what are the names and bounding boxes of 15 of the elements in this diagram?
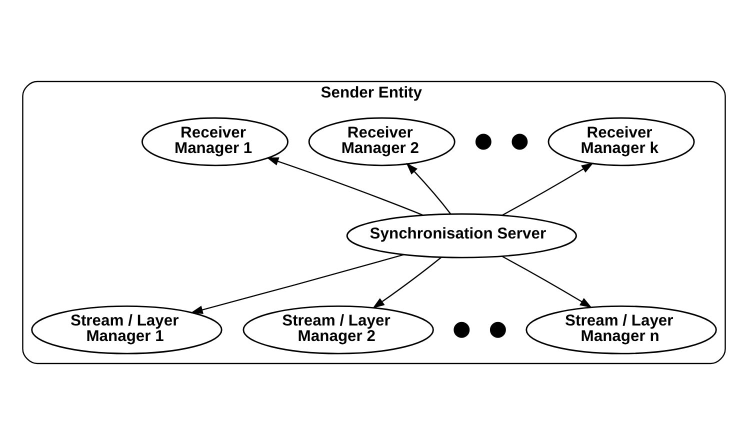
arrow — [190, 254, 404, 314]
node-ellipse: Synchronisation Server — [346, 212, 577, 258]
node-circle — [512, 133, 528, 150]
node-ellipse: Receiver Manager k — [548, 116, 695, 166]
node-ellipse: Stream / Layer Manager n — [526, 304, 717, 354]
node-circle — [475, 133, 492, 150]
node-circle — [490, 321, 506, 338]
arrow — [266, 156, 424, 216]
node-ellipse: Stream / Layer Manager 2 — [242, 304, 434, 354]
arrow — [502, 162, 594, 216]
arrow — [372, 256, 442, 308]
node-ellipse: Receiver Manager 2 — [308, 116, 456, 166]
node-circle — [454, 321, 470, 338]
arrow — [406, 162, 452, 214]
arrow — [502, 255, 592, 308]
